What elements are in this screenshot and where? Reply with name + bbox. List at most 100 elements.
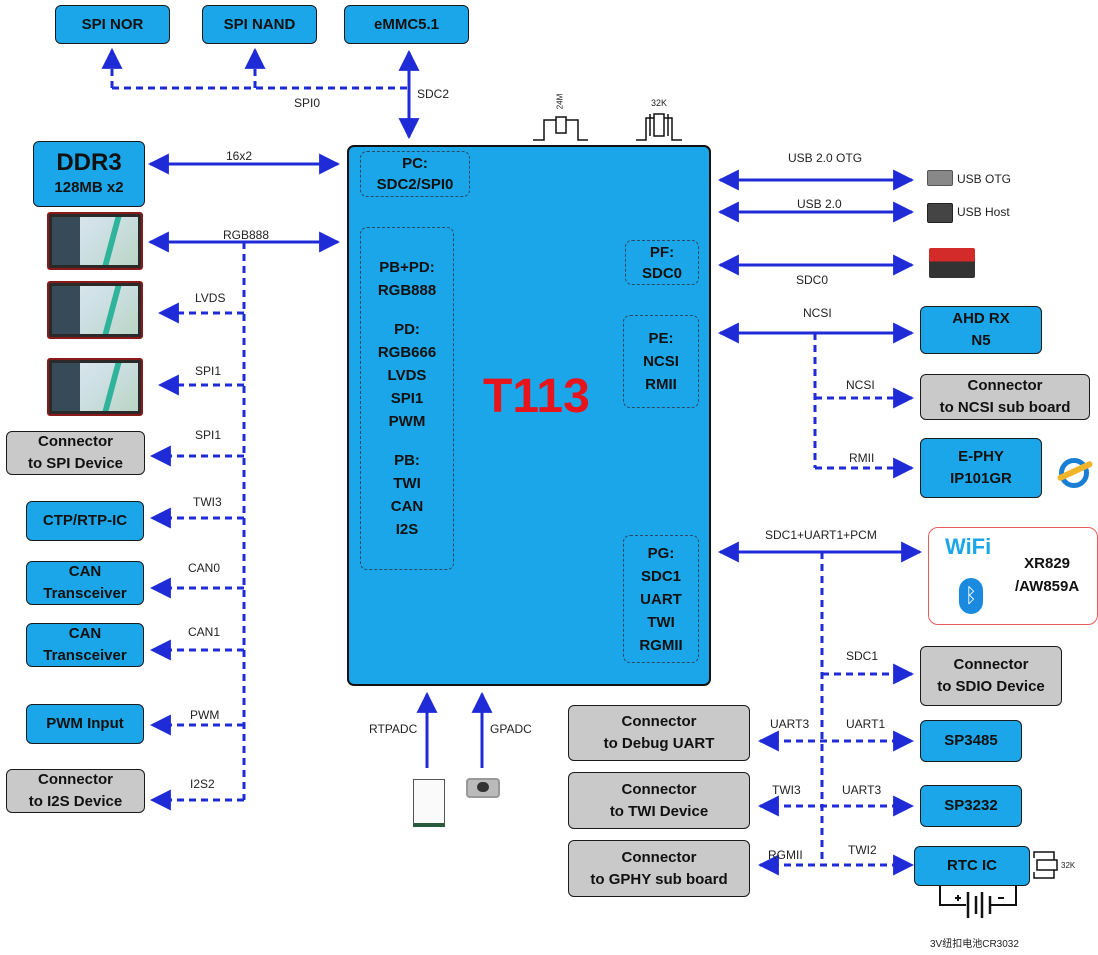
group-pg-line: PG:: [647, 544, 675, 562]
group-pbpd-line: PB+PD:: [379, 259, 435, 276]
emmc-label: eMMC5.1: [373, 15, 440, 33]
ncsi-bus-label: NCSI: [803, 306, 832, 320]
group-pbpd-line: RGB666: [377, 344, 437, 361]
sd-card-icon: [929, 248, 975, 278]
ddr-bus-label: 16x2: [226, 149, 253, 163]
uart3-right-label: UART3: [842, 783, 882, 797]
pwm-input-label: PWM Input: [46, 715, 124, 732]
group-pe-line: NCSI: [643, 353, 679, 370]
group-pc-line: PC:: [402, 155, 428, 172]
can1-line2: Transceiver: [43, 647, 127, 664]
sdio-line2: to SDIO Device: [937, 678, 1045, 695]
wireless-module-card: WiFi ᛒ XR829 /AW859A: [928, 527, 1098, 625]
sdio-line1: Connector: [953, 656, 1029, 673]
ddr3-size: 128MB x2: [54, 179, 124, 196]
group-pg-line: UART: [640, 590, 682, 608]
chip-name: T113: [483, 370, 590, 423]
twi3-label: TWI3: [193, 495, 222, 509]
group-pf: PF: SDC0: [625, 240, 699, 285]
ahd-line1: AHD RX: [952, 310, 1010, 327]
ctp-label: CTP/RTP-IC: [42, 512, 128, 529]
ddr3-title: DDR3: [56, 149, 122, 176]
usb-host-label: USB Host: [957, 205, 1010, 219]
spi-nand-label: SPI NAND: [223, 15, 296, 33]
group-pbpd-line: PD:: [394, 321, 420, 338]
can1-transceiver: CAN Transceiver: [26, 623, 144, 667]
spi-nor-label: SPI NOR: [81, 15, 144, 33]
ephy-box: E-PHY IP101GR: [920, 438, 1042, 498]
ctp-box: CTP/RTP-IC: [26, 501, 144, 541]
group-pbpd: PB+PD: RGB888 PD: RGB666 LVDS SPI1 PWM P…: [360, 227, 454, 570]
can1-label: CAN1: [188, 625, 221, 639]
ddr3-box: DDR3 128MB x2: [33, 141, 145, 207]
wifi-logo: WiFi: [945, 534, 992, 559]
i2s2-label: I2S2: [190, 777, 215, 791]
rmii-label: RMII: [849, 451, 875, 465]
uart1-label: UART1: [846, 717, 886, 731]
usb-otg-label: USB OTG: [957, 172, 1012, 186]
group-pc: PC: SDC2/SPI0: [360, 151, 470, 197]
group-pc-line: SDC2/SPI0: [376, 176, 454, 193]
emmc-box: eMMC5.1: [344, 5, 469, 44]
group-pe-line: PE:: [648, 330, 674, 347]
display-spi-image: [47, 358, 143, 416]
twi2-label: TWI2: [848, 843, 877, 857]
sp3232-box: SP3232: [920, 785, 1022, 827]
i2s-device-line1: Connector: [38, 771, 113, 788]
rtc-box: RTC IC: [914, 846, 1030, 886]
ncsi-connector: Connector to NCSI sub board: [920, 374, 1090, 420]
can1-line1: CAN: [68, 625, 102, 642]
group-pbpd-line: PWM: [388, 413, 426, 430]
lvds-label: LVDS: [195, 291, 226, 305]
module-line1: XR829: [1024, 555, 1071, 572]
group-pf-line: PF:: [649, 243, 675, 261]
usb-host-bus-label: USB 2.0: [797, 197, 842, 211]
group-pbpd-line: LVDS: [387, 367, 427, 384]
group-pbpd-line: I2S: [395, 521, 419, 538]
module-line2: /AW859A: [1015, 578, 1080, 595]
battery-label: 3V纽扣电池CR3032: [930, 939, 1019, 950]
group-pbpd-line: RGB888: [377, 282, 437, 299]
display-lvds-image: [47, 281, 143, 339]
pwm-label: PWM: [190, 708, 220, 722]
group-pbpd-line: CAN: [390, 498, 424, 515]
ahd-rx-box: AHD RX N5: [920, 306, 1042, 354]
sdc1-label: SDC1: [846, 649, 879, 663]
spi1-label-a: SPI1: [195, 364, 222, 378]
rtpadc-label: RTPADC: [369, 722, 418, 736]
rgmii-label: RGMII: [768, 848, 803, 862]
gphy-line2: to GPHY sub board: [590, 870, 728, 888]
group-pbpd-line: SPI1: [390, 390, 424, 407]
gphy-line1: Connector: [621, 848, 697, 866]
group-pbpd-line: PB:: [394, 452, 420, 469]
touch-panel-icon: [413, 779, 445, 827]
sdio-bus-label: SDC1+UART1+PCM: [765, 528, 877, 542]
crystal-24m-label: 24M: [555, 93, 565, 110]
group-pg-line: RGMII: [639, 636, 683, 654]
group-pe-line: RMII: [645, 376, 677, 393]
gpadc-label: GPADC: [490, 722, 532, 736]
usb-otg-bus-label: USB 2.0 OTG: [788, 151, 863, 165]
rgb888-label: RGB888: [223, 228, 270, 242]
rtc-crystal-icon: [1033, 851, 1055, 879]
spi-nand-box: SPI NAND: [202, 5, 317, 44]
sp3232-label: SP3232: [944, 797, 998, 814]
rtc-label: RTC IC: [947, 857, 997, 874]
display-rgb-image: [47, 212, 143, 270]
can0-line2: Transceiver: [43, 585, 127, 602]
group-pg-line: TWI: [647, 613, 675, 631]
group-pe: PE: NCSI RMII: [623, 315, 699, 408]
group-pg: PG: SDC1 UART TWI RGMII: [623, 535, 699, 663]
can0-label: CAN0: [188, 561, 221, 575]
ncsi-conn-line1: Connector: [967, 377, 1043, 394]
bluetooth-icon: ᛒ: [959, 578, 983, 614]
rtc-crystal-label: 32K: [1061, 861, 1076, 870]
sp3485-label: SP3485: [944, 732, 998, 749]
twi-line1: Connector: [621, 780, 697, 798]
can0-transceiver: CAN Transceiver: [26, 561, 144, 605]
debug-line2: to Debug UART: [603, 735, 715, 752]
spi-device-connector: Connector to SPI Device: [6, 431, 145, 475]
debug-line1: Connector: [621, 713, 697, 730]
pwm-input-box: PWM Input: [26, 704, 144, 744]
